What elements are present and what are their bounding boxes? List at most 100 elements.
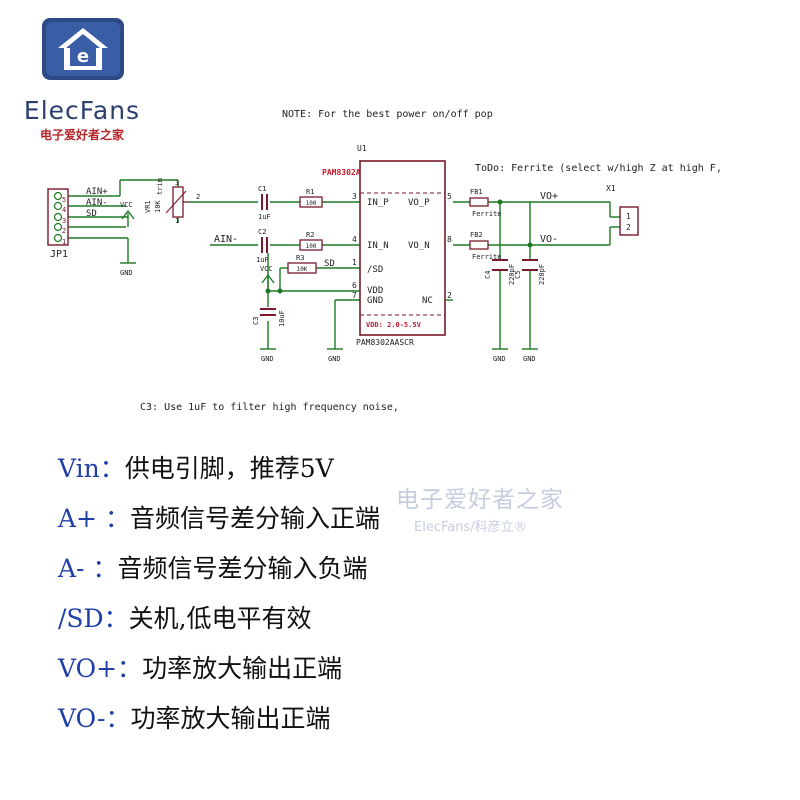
ferrite-fb2: FB2 Ferrite: [469, 231, 502, 261]
svg-text:VO_P: VO_P: [408, 198, 430, 208]
pot-value: 10K: [154, 200, 162, 213]
net-ain-minus: AIN-: [86, 198, 108, 208]
svg-text:Ferrite: Ferrite: [472, 253, 502, 261]
watermark: 电子爱好者之家 ElecFans/科彦立®: [396, 480, 564, 535]
svg-text:2: 2: [447, 291, 452, 300]
vcc-symbol-2: VCC: [260, 265, 275, 284]
resistor-r1: 100 R1: [299, 188, 323, 208]
svg-text:FB2: FB2: [470, 231, 483, 239]
pin-row-vo-plus: VO+：功率放大输出正端: [58, 647, 778, 697]
svg-text:X1: X1: [606, 184, 616, 193]
svg-text:7: 7: [352, 291, 357, 300]
svg-text:10K: 10K: [297, 266, 308, 273]
svg-text:NC: NC: [422, 296, 433, 306]
resistor-r2: 100 R2: [299, 231, 323, 251]
svg-text:/SD: /SD: [367, 265, 383, 275]
chip-ref: U1: [357, 144, 367, 153]
svg-text:C3: C3: [252, 317, 260, 325]
svg-text:SD: SD: [324, 259, 335, 269]
pin-name: VO+：: [58, 654, 143, 683]
svg-text:C5: C5: [514, 271, 522, 279]
svg-text:10uF: 10uF: [278, 310, 286, 327]
svg-text:R3: R3: [296, 254, 304, 262]
svg-text:IN_P: IN_P: [367, 198, 389, 208]
capacitor-c2: C2 1uF: [256, 228, 269, 264]
header-pin-1: 1: [62, 238, 66, 246]
capacitor-c4: C4 220pF: [484, 259, 516, 285]
svg-text:VDD: VDD: [367, 286, 383, 296]
gnd-symbol-c3: GND: [260, 348, 276, 363]
svg-text:8: 8: [447, 235, 452, 244]
capacitor-c1: C1 1uF: [258, 185, 271, 221]
net-ain-minus-2: AIN-: [214, 234, 238, 245]
watermark-cn: 电子爱好者之家: [396, 487, 564, 513]
ferrite-fb1: FB1 Ferrite: [469, 188, 502, 218]
chip-name-bottom: PAM8302AASCR: [356, 338, 414, 347]
svg-text:e: e: [77, 46, 89, 67]
chip-pam8302: U1 PAM8302A PAM8302AASCR VDD: 2.0-5.5V I…: [322, 144, 452, 347]
pin-name: A- ：: [58, 554, 118, 583]
pin-name: /SD：: [58, 604, 129, 633]
svg-text:3: 3: [175, 179, 179, 187]
svg-text:GND: GND: [367, 296, 383, 306]
svg-text:1uF: 1uF: [256, 256, 269, 264]
pin-desc: 供电引脚，推荐5V: [124, 454, 334, 483]
svg-text:VCC: VCC: [260, 265, 273, 273]
svg-text:GND: GND: [493, 355, 506, 363]
svg-text:VO_N: VO_N: [408, 241, 430, 251]
svg-text:Ferrite: Ferrite: [472, 210, 502, 218]
svg-text:R2: R2: [306, 231, 314, 239]
output-connector-x1: X1 1 2: [606, 184, 639, 236]
chip-name-top: PAM8302A: [322, 168, 361, 177]
header-pin-4: 4: [62, 206, 66, 214]
watermark-en: ElecFans/科彦立®: [414, 520, 527, 535]
pin-row-vo-minus: VO-：功率放大输出正端: [58, 697, 778, 747]
svg-text:1: 1: [352, 258, 357, 267]
resistor-r3: 10K R3 SD: [287, 254, 335, 274]
svg-text:GND: GND: [523, 355, 536, 363]
house-logo-icon: e: [42, 18, 124, 80]
svg-text:5: 5: [447, 192, 452, 201]
trim-pot: trim VR1 10K 1 2 3: [144, 178, 200, 225]
pin-desc: 音频信号差分输入正端: [129, 504, 380, 533]
gnd-symbol-1: GND: [120, 262, 136, 277]
brand-name: ElecFans: [23, 96, 141, 125]
svg-text:220pF: 220pF: [508, 264, 516, 285]
elecfans-logo: e ElecFans 电子爱好者之家: [12, 14, 152, 142]
svg-text:2: 2: [626, 223, 631, 232]
svg-text:100: 100: [306, 243, 317, 250]
svg-text:GND: GND: [261, 355, 274, 363]
svg-text:R1: R1: [306, 188, 314, 196]
gnd-symbol-c5: GND: [522, 348, 538, 363]
pot-label: trim: [156, 178, 164, 195]
pin-row-vin: Vin：供电引脚，推荐5V: [58, 447, 778, 497]
pot-ref: VR1: [144, 200, 152, 213]
pin-row-a-plus: A+ ：音频信号差分输入正端: [58, 497, 778, 547]
pin-desc: 关机,低电平有效: [128, 604, 312, 633]
header-pin-5: 5: [62, 196, 66, 204]
header-ref: JP1: [50, 249, 68, 260]
svg-text:FB1: FB1: [470, 188, 483, 196]
svg-text:2: 2: [196, 193, 200, 201]
svg-text:C2: C2: [258, 228, 266, 236]
svg-text:C4: C4: [484, 271, 492, 279]
svg-text:6: 6: [352, 281, 357, 290]
capacitor-c3: C3 10uF: [252, 308, 286, 327]
pin-row-a-minus: A- ：音频信号差分输入负端: [58, 547, 778, 597]
pin-description-list: Vin：供电引脚，推荐5V A+ ：音频信号差分输入正端 A- ：音频信号差分输…: [58, 447, 778, 747]
svg-text:220pF: 220pF: [538, 264, 546, 285]
gnd-symbol-chip: GND: [327, 348, 343, 363]
pin-row-sd: /SD：关机,低电平有效: [58, 597, 778, 647]
svg-text:3: 3: [352, 192, 357, 201]
svg-text:IN_N: IN_N: [367, 241, 389, 251]
pin-desc: 功率放大输出正端: [130, 704, 331, 733]
net-sd: SD: [86, 209, 97, 219]
svg-text:C1: C1: [258, 185, 266, 193]
note-c3: C3: Use 1uF to filter high frequency noi…: [140, 402, 399, 413]
header-jp1: 5 4 3 2 1 JP1 AIN+ AIN- SD: [47, 187, 108, 260]
svg-text:4: 4: [352, 235, 357, 244]
capacitor-c5: C5 220pF: [514, 259, 546, 285]
header-pin-2: 2: [62, 227, 66, 235]
header-pin-3: 3: [62, 217, 66, 225]
chip-vdd-range: VDD: 2.0-5.5V: [366, 321, 422, 329]
